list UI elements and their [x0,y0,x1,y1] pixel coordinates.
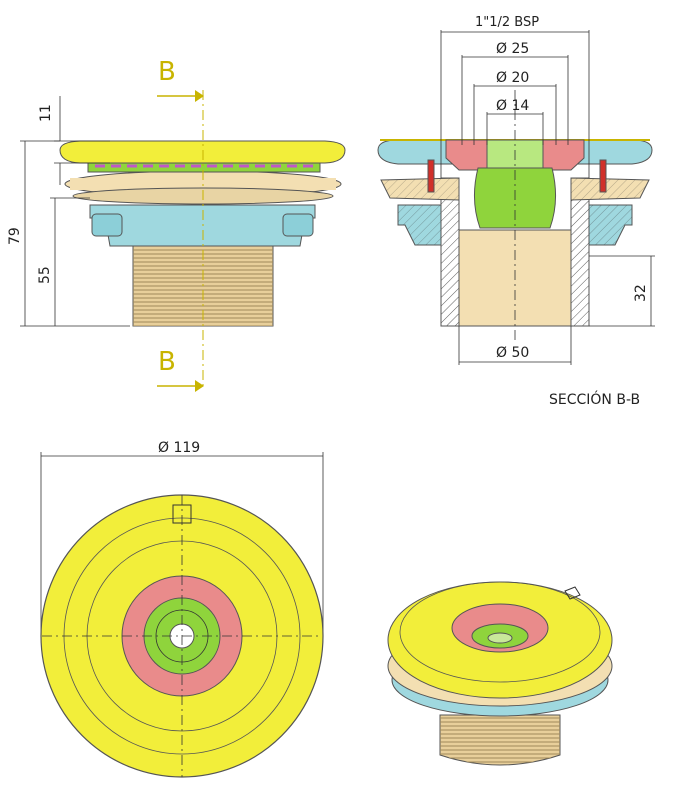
iso-view [387,581,613,766]
dim-overall-height: 79 [7,227,23,245]
dim-d119: Ø 119 [158,440,200,456]
dim-d25: Ø 25 [496,41,529,57]
dim-thread-size: 1"1/2 BSP [475,15,539,30]
top-view: Ø 119 [40,440,324,778]
dim-d14: Ø 14 [496,98,529,114]
screw-right [599,159,607,193]
screw-left [427,159,435,193]
clamp-ear-right [282,213,314,237]
clamp-ear-left [91,213,123,237]
section-marker-top: B [158,57,176,87]
iso-logo-mark [564,586,581,600]
dim-flange-thickness: 11 [38,104,54,122]
dim-h32: 32 [633,284,649,302]
section-marker-bottom: B [158,347,176,377]
side-view: B B 11 79 55 [7,57,346,392]
dim-thread-height: 55 [37,266,53,284]
dim-d20: Ø 20 [496,70,529,86]
section-title: SECCIÓN B-B [549,390,640,408]
section-view: 1"1/2 BSP Ø 25 Ø 20 Ø 14 Ø 50 32 SECCIÓN… [377,15,655,408]
dim-d50: Ø 50 [496,345,529,361]
